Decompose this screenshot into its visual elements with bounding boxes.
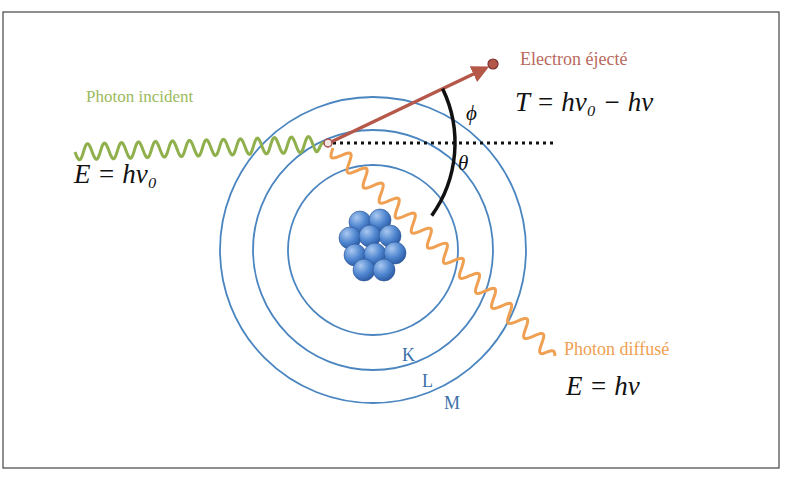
shell-k (288, 165, 458, 335)
nucleus (339, 209, 406, 281)
electron-arrow (331, 68, 486, 142)
photon-label: Photon incident (86, 88, 193, 107)
photon-label: Photon diffusé (564, 340, 669, 360)
angle-label: θ (458, 152, 468, 175)
shell-label: M (444, 394, 460, 414)
shell-label: K (402, 346, 415, 366)
incident-photon-wave (75, 137, 326, 160)
electron-label: Electron éjecté (520, 50, 627, 70)
electron-dot (324, 139, 332, 147)
formula: E = hν (566, 372, 640, 402)
scattered-photon-wave (331, 148, 555, 356)
reference-axis (333, 142, 555, 145)
formula: T = hν₀ − hν (515, 88, 653, 118)
angle-arc (432, 89, 455, 216)
frame (3, 12, 779, 468)
ejected-electron-dot (488, 59, 498, 69)
shell-label: L (422, 372, 433, 392)
shell-l (253, 130, 493, 370)
formula: E = hν₀ (74, 160, 157, 190)
angle-label: ϕ (466, 102, 477, 125)
